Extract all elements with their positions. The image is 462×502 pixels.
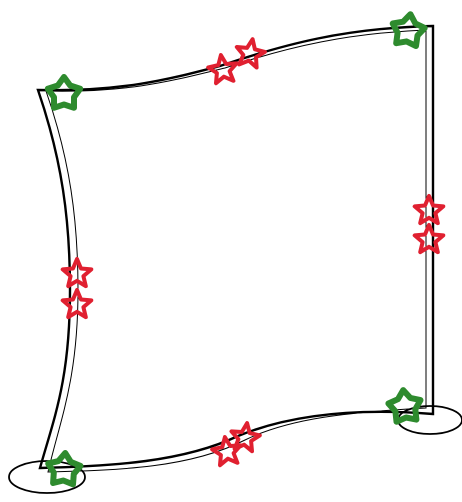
corner-star-top-left-icon	[48, 77, 80, 108]
right-edge-star-1-icon	[415, 196, 444, 223]
sheet-outline	[38, 26, 433, 468]
right-edge-star-2-icon	[415, 225, 444, 252]
corner-star-top-right-icon	[393, 14, 425, 46]
corner-star-bottom-left-icon	[48, 453, 80, 484]
corner-star-bottom-right-icon	[388, 390, 420, 422]
sheet-back-outline	[46, 30, 426, 472]
top-edge-star-2-icon	[237, 39, 265, 67]
bottom-edge-star-2-icon	[232, 423, 260, 451]
left-edge-star-1-icon	[63, 259, 92, 286]
markers-layer	[48, 14, 444, 484]
left-edge-star-2-icon	[63, 290, 92, 317]
